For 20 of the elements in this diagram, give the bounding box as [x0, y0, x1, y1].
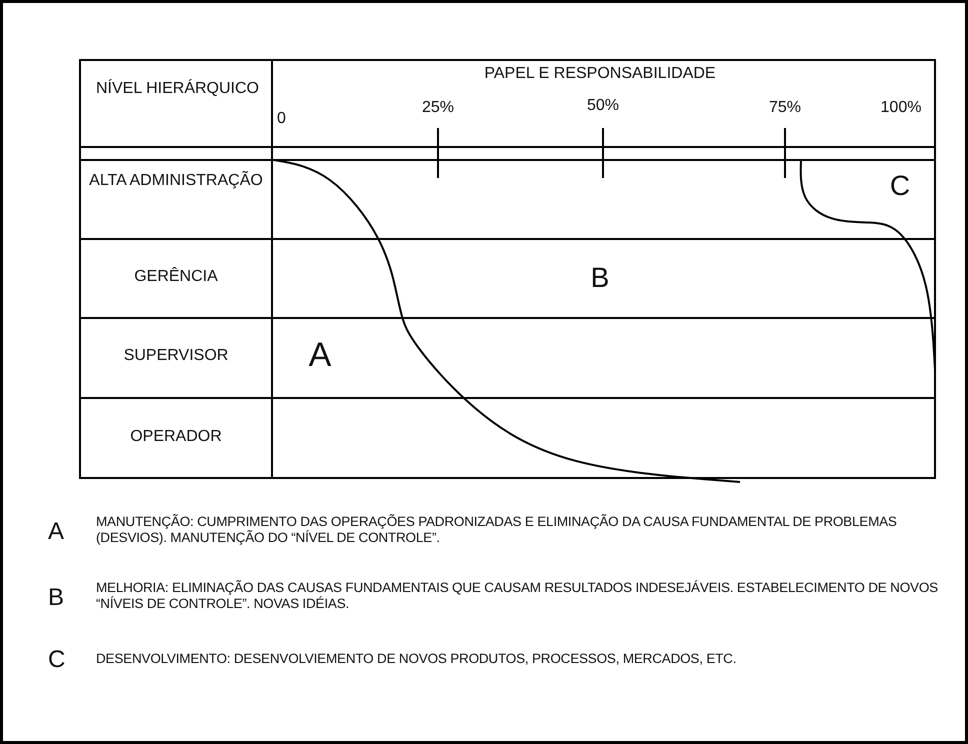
- row-label: OPERADOR: [129, 428, 223, 446]
- scale-label: 75%: [768, 99, 802, 118]
- key-letter: A: [48, 518, 66, 546]
- row-label: SUPERVISOR: [122, 347, 230, 366]
- row-label: GERÊNCIA: [133, 268, 219, 286]
- key-description: MELHORIA: ELIMINAÇÃO DAS CAUSAS FUNDAMENTAIS QUE CAUSAM RESULTADOS INDESEJÁVEIS. ESTABELECIMENTO DE NOVOS “NÍVEIS DE CONTROLE”. NOVAS IDÉIAS.: [96, 580, 939, 612]
- scale-label: 100%: [880, 99, 922, 118]
- key-description: DESENVOLVIMENTO: DESENVOLVIEMENTO DE NOVOS PRODUTOS, PROCESSOS, MERCADOS, ETC.: [96, 651, 738, 667]
- scale-label: 0: [277, 110, 287, 128]
- key-letter: C: [48, 646, 66, 674]
- region-letter: B: [590, 262, 610, 294]
- scale-label: 50%: [586, 97, 620, 116]
- row-label: ALTA ADMINISTRAÇÃO: [88, 172, 264, 190]
- region-letter: C: [888, 170, 912, 202]
- key-description: MANUTENÇÃO: CUMPRIMENTO DAS OPERAÇÕES PADRONIZADAS E ELIMINAÇÃO DA CAUSA FUNDAMENTAL DE PROBLEMAS (DESVIOS). MANUTENÇÃO DO “NÍVEL DE CONTROLE”.: [96, 514, 898, 546]
- region-letter: A: [308, 336, 332, 376]
- scale-label: 25%: [420, 99, 456, 118]
- column-header: PAPEL E RESPONSABILIDADE: [483, 65, 717, 84]
- column-header: NÍVEL HIERÁRQUICO: [95, 80, 260, 98]
- key-letter: B: [48, 584, 66, 612]
